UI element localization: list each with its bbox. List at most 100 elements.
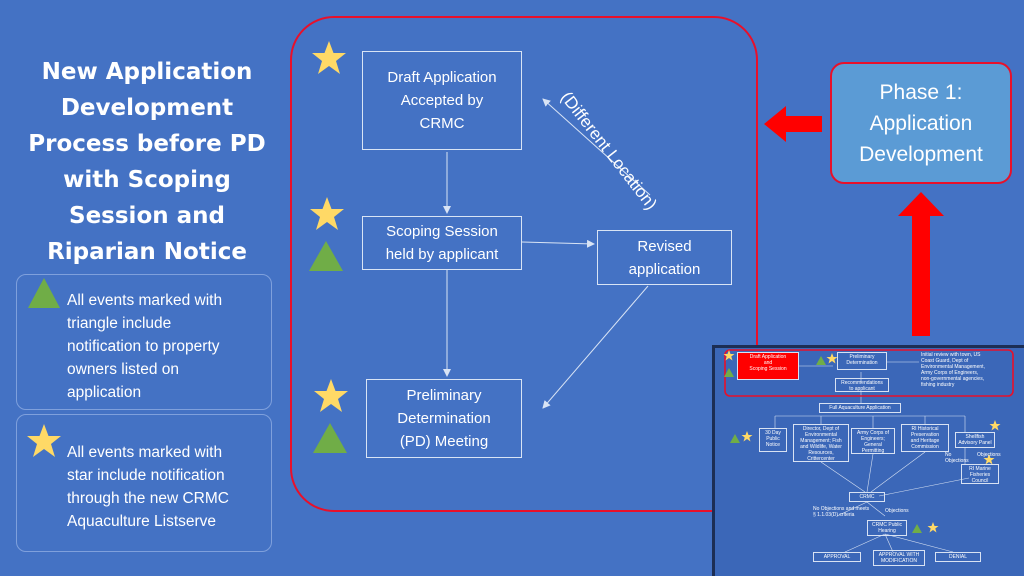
- thumb-marine-line: Council: [971, 478, 989, 484]
- thumb-draft-line: Draft Application: [749, 354, 787, 360]
- title-line: New Application: [41, 59, 253, 85]
- thumb-marine-line: RI Marine: [969, 466, 991, 472]
- thumb-director-line: Management; Fish: [800, 438, 842, 444]
- phase-line: Application: [869, 111, 973, 135]
- triangle-icon: [309, 241, 343, 271]
- star-legend-line: through the new CRMC: [67, 490, 229, 507]
- thumb-prelim-line: Determination: [846, 360, 878, 366]
- thumb-noobj-line: No: [945, 452, 952, 458]
- thumb-director-line: and Wildlife, Water: [800, 444, 842, 450]
- thumbnail-connectors: [723, 349, 1014, 553]
- thumb-30-line: Public: [766, 436, 780, 442]
- process-frame: [290, 16, 758, 512]
- thumb-appmod-line: MODIFICATION: [880, 558, 917, 564]
- thumb-prelim-line: Preliminary: [849, 354, 875, 360]
- thumb-30-line: Notice: [765, 442, 781, 448]
- revised-node-line: application: [628, 260, 701, 278]
- draft-node-line: Draft Application: [387, 69, 497, 86]
- thumb-hist-line: Commission: [911, 444, 939, 450]
- thumb-objections: Objections: [977, 452, 1001, 458]
- thumb-criteria-line: § 1.1.03(D) criteria: [813, 512, 855, 518]
- thumb-director-line: Crittercenter: [807, 456, 835, 462]
- up-arrow-icon: [898, 192, 944, 336]
- triangle-legend-line: notification to property: [67, 338, 220, 355]
- thumb-30-line: 30 Day: [765, 430, 781, 436]
- star-icon: [314, 379, 348, 412]
- left-arrow-icon: [764, 106, 822, 142]
- thumb-army-line: Permitting: [861, 448, 885, 454]
- thumb-army-line: Army Corps of: [857, 430, 889, 436]
- thumb-marine-line: Fisheries: [969, 472, 991, 478]
- thumb-hist-line: RI Historical: [911, 426, 939, 432]
- triangle-legend-line: application: [67, 384, 142, 401]
- title-line: Development: [60, 95, 234, 121]
- thumb-objections-2: Objections: [885, 508, 909, 514]
- thumb-hearing-line: Hearing: [878, 528, 896, 534]
- preliminary-node-line: Determination: [397, 410, 491, 427]
- star-legend-line: Aquaculture Listserve: [67, 513, 217, 530]
- thumb-full-application: Full Aquaculture Application: [819, 403, 901, 413]
- scoping-session-node: Scoping Session held by applicant: [362, 216, 522, 270]
- star-icon: [312, 41, 346, 74]
- triangle-legend-line: All events marked with: [67, 292, 223, 309]
- thumb-draft-line: Scoping Session: [749, 366, 787, 372]
- thumb-shell-line: Advisory Panel: [958, 440, 992, 446]
- thumb-shell-line: Shellfish: [965, 434, 985, 440]
- thumb-initial-line: Environmental Management,: [921, 364, 985, 370]
- star-icon: [27, 424, 61, 457]
- thumb-recom-line: to applicant: [849, 386, 875, 392]
- title-line: Session and: [69, 203, 225, 229]
- draft-node-line: Accepted by: [400, 92, 484, 109]
- thumb-approval: APPROVAL: [813, 552, 861, 562]
- thumb-army-line: Engineers;: [861, 436, 885, 442]
- thumb-draft-line: and: [763, 360, 773, 366]
- star-legend-line: star include notification: [67, 467, 225, 484]
- triangle-icon: [28, 278, 60, 308]
- thumb-director-line: Resources,: [808, 450, 834, 456]
- scoping-node-line: Scoping Session: [386, 223, 498, 240]
- star-icon: [310, 197, 344, 230]
- thumb-hist-line: Preservation: [910, 432, 940, 438]
- triangle-legend-line: owners listed on: [67, 361, 180, 378]
- thumb-denial: DENIAL: [935, 552, 981, 562]
- thumb-recom-line: Recommendations: [841, 380, 883, 386]
- thumb-no-objections-criteria: No Objections and meets§ 1.1.03(D) crite…: [813, 506, 869, 518]
- preliminary-node-line: (PD) Meeting: [399, 433, 489, 450]
- thumb-noobj-line: Objections: [945, 458, 969, 464]
- thumb-hist-line: and Heritage: [910, 438, 940, 444]
- thumb-initial-line: Initial review with town, US: [921, 352, 981, 358]
- preliminary-node-line: Preliminary: [406, 387, 482, 404]
- thumb-director-line: Director, Dept of: [802, 426, 840, 432]
- phase-line: Phase 1:: [879, 80, 963, 104]
- revised-node-line: Revised: [637, 237, 692, 255]
- thumb-initial-line: Army Corps of Engineers,: [921, 370, 979, 376]
- thumb-crmc: CRMC: [849, 492, 885, 502]
- thumb-appmod-line: APPROVAL WITH: [878, 552, 920, 558]
- scoping-node-line: held by applicant: [385, 246, 499, 263]
- title-line: Riparian Notice: [47, 239, 247, 265]
- title-line: with Scoping: [63, 167, 231, 193]
- title-line: Process before PD: [28, 131, 266, 157]
- triangle-icon: [313, 423, 347, 453]
- revised-application-node: Revised application: [597, 230, 732, 285]
